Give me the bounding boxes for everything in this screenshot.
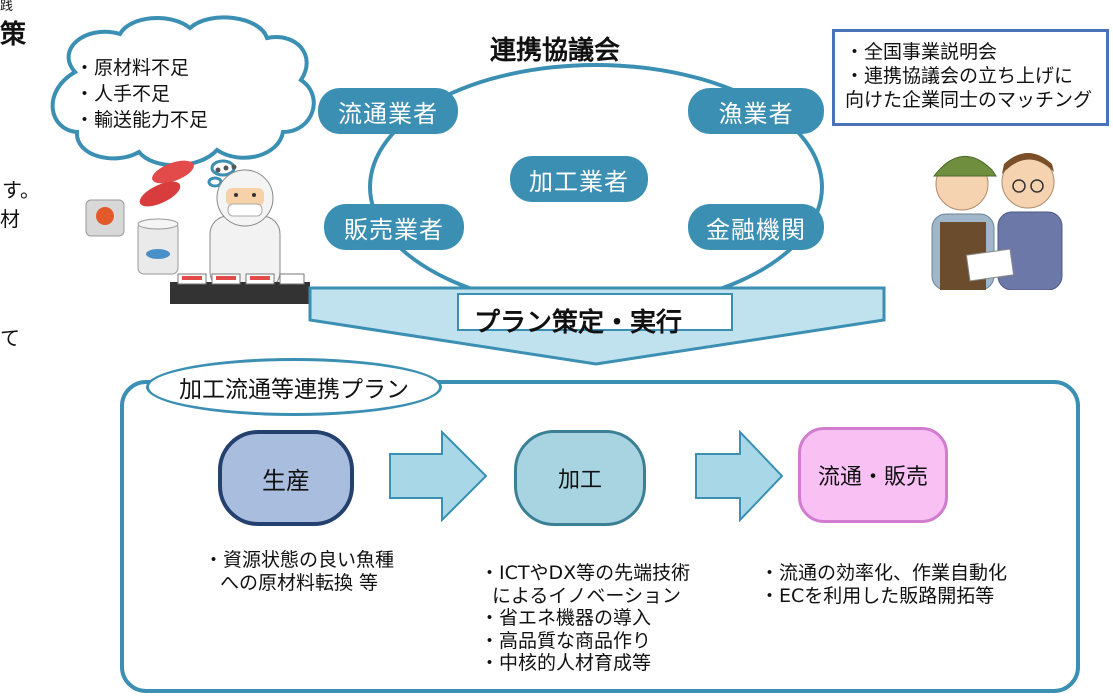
- stage-processing: 加工: [514, 430, 646, 526]
- edge-fragment-mid1: す。: [2, 178, 40, 202]
- member-finance: 金融機関: [688, 204, 824, 250]
- food-worker-illustration: [85, 160, 310, 304]
- distribution-note-1: ・流通の効率化、作業自動化: [760, 562, 1008, 584]
- cloud-line-3: ・輸送能力不足: [75, 109, 209, 131]
- stage-distribution: 流通・販売: [798, 427, 948, 523]
- edge-fragment-top-small: 践: [0, 0, 14, 14]
- processing-note-1: ・ICTやDX等の先端技術: [480, 562, 691, 584]
- processing-note-3: ・省エネ機器の導入: [480, 607, 652, 629]
- production-note-1: ・資源状態の良い魚種: [204, 549, 395, 571]
- member-processor: 加工業者: [510, 156, 648, 202]
- info-line-1: ・全国事業説明会: [845, 41, 998, 63]
- support-info-box: ・全国事業説明会 ・連携協議会の立ち上げに 向けた企業同士のマッチング: [832, 29, 1109, 126]
- production-notes: ・資源状態の良い魚種 への原材料転換 等: [204, 549, 394, 595]
- processing-note-4: ・高品質な商品作り: [480, 629, 652, 652]
- plan-title: 加工流通等連携プラン: [146, 358, 442, 416]
- cloud-line-2: ・人手不足: [75, 83, 171, 105]
- business-people-illustration: [931, 153, 1063, 290]
- flow-arrow-1: [389, 430, 488, 522]
- cloud-text: ・原材料不足 ・人手不足 ・輸送能力不足: [75, 55, 208, 133]
- cloud-line-1: ・原材料不足: [75, 57, 190, 79]
- edge-fragment-lower: て: [0, 326, 20, 350]
- processing-notes: ・ICTやDX等の先端技術 によるイノベーション ・省エネ機器の導入 ・高品質な…: [480, 562, 690, 675]
- plan-execution-arrow: [308, 286, 886, 366]
- distribution-notes: ・流通の効率化、作業自動化 ・ECを利用した販路開拓等: [760, 562, 1007, 608]
- stage-production: 生産: [218, 430, 354, 526]
- processing-note-2: によるイノベーション: [492, 584, 682, 607]
- edge-fragment-mid2: 材: [0, 207, 20, 231]
- plan-execution-label: プラン策定・実行: [474, 308, 683, 338]
- processing-note-5: ・中核的人材育成等: [480, 652, 652, 674]
- flow-arrow-2: [695, 430, 784, 522]
- info-line-3: 向けた企業同士のマッチング: [845, 89, 1093, 111]
- info-line-2: ・連携協議会の立ち上げに: [845, 65, 1074, 87]
- production-note-2: への原材料転換 等: [220, 572, 379, 594]
- member-retailer: 販売業者: [324, 204, 464, 250]
- council-title: 連携協議会: [490, 36, 621, 66]
- distribution-note-2: ・ECを利用した販路開拓等: [760, 585, 995, 607]
- member-distributor: 流通業者: [318, 88, 458, 134]
- edge-fragment-top-bold: 策: [0, 20, 27, 50]
- member-fisher: 漁業者: [688, 88, 824, 134]
- plan-frame: [120, 380, 1080, 693]
